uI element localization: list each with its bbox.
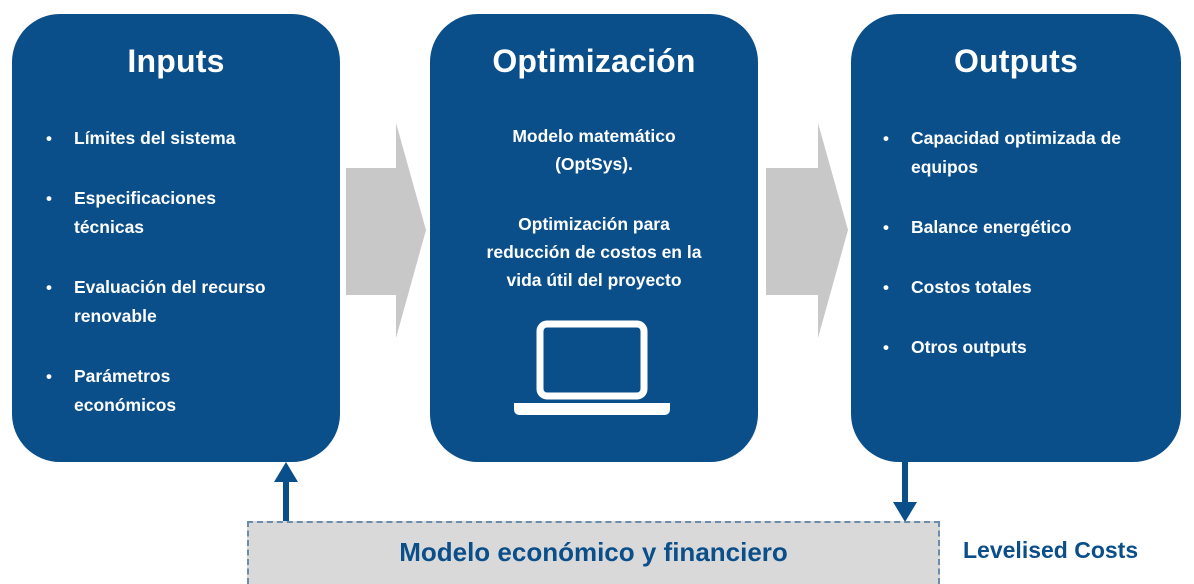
outputs-item-total-costs: Costos totales xyxy=(881,273,1161,302)
inputs-item-system-limits: Límites del sistema xyxy=(44,124,274,153)
optimization-model-text: Modelo matemático (OptSys). xyxy=(440,122,748,178)
outputs-item-capacity: Capacidad optimizada de equipos xyxy=(881,124,1151,182)
outputs-list: Capacidad optimizada de equipos Balance … xyxy=(881,124,1167,393)
arrow-up-icon xyxy=(274,462,298,524)
inputs-list: Límites del sistema Especificaciones téc… xyxy=(44,124,326,451)
optimization-desc-line3: vida útil del proyecto xyxy=(506,270,682,290)
optimization-box: Optimización Modelo matemático (OptSys).… xyxy=(430,14,758,462)
outputs-title: Outputs xyxy=(953,43,1079,79)
inputs-item-economic-params: Parámetros económicos xyxy=(44,362,224,420)
inputs-item-resource-evaluation: Evaluación del recurso renovable xyxy=(44,273,314,331)
arrow-right-icon xyxy=(766,123,848,338)
outputs-box: Outputs Capacidad optimizada de equipos … xyxy=(851,14,1181,462)
optimization-model-line1: Modelo matemático xyxy=(512,126,676,146)
optimization-desc-line1: Optimización para xyxy=(518,214,670,234)
arrow-down-icon xyxy=(893,460,917,522)
outputs-item-energy-balance: Balance energético xyxy=(881,213,1161,242)
optimization-title: Optimización xyxy=(492,43,696,79)
inputs-title: Inputs xyxy=(127,43,225,79)
arrow-right-icon xyxy=(346,123,426,338)
optimization-description: Optimización para reducción de costos en… xyxy=(440,210,748,294)
inputs-box: Inputs Límites del sistema Especificacio… xyxy=(12,14,340,462)
laptop-icon xyxy=(514,320,670,415)
outputs-item-other: Otros outputs xyxy=(881,333,1161,362)
optimization-model-line2: (OptSys). xyxy=(555,154,633,174)
optimization-desc-line2: reducción de costos en la xyxy=(486,242,702,262)
inputs-item-technical-specs: Especificaciones técnicas xyxy=(44,184,254,242)
economic-model-label: Modelo económico y financiero xyxy=(399,537,788,567)
economic-model-bar: Modelo económico y financiero xyxy=(247,521,940,584)
levelised-costs-label: Levelised Costs xyxy=(963,537,1139,563)
